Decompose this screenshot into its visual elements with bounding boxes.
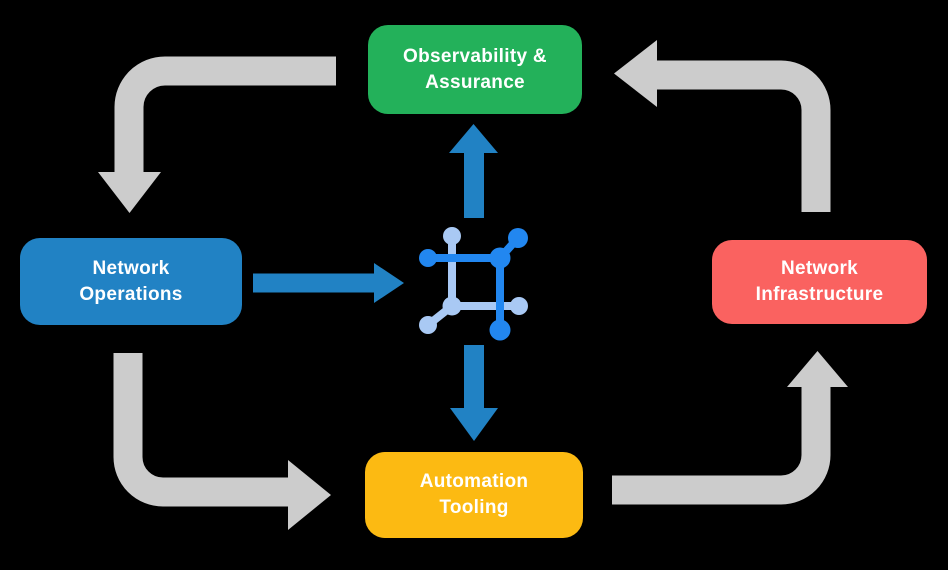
node-network-operations: Network Operations [20,238,242,325]
arrow-automation-to-infrastructure [612,351,848,505]
node-label-line: Tooling [439,497,509,518]
arrow-operations-to-automation [113,353,331,530]
arrow-observability-to-operations [98,56,336,213]
network-hub-icon [419,227,528,341]
arrow-hub-to-automation [450,345,498,441]
node-label-line: Network [92,257,170,279]
node-label-line: Assurance [425,71,525,93]
arrow-operations-to-hub [253,263,404,303]
node-label-line: Operations [79,283,183,305]
node-label-line: Network [780,258,859,279]
arrow-infrastructure-to-observability [614,40,831,212]
arrow-hub-to-observability [449,124,498,218]
node-network-infrastructure: Network Infrastructure [712,240,927,324]
node-label-line: Automation [419,471,529,492]
node-label-line: Infrastructure [755,284,884,305]
node-automation-tooling: Automation Tooling [365,452,583,538]
node-label-line: Observability & [403,45,547,67]
node-observability-assurance: Observability & Assurance [368,25,582,114]
